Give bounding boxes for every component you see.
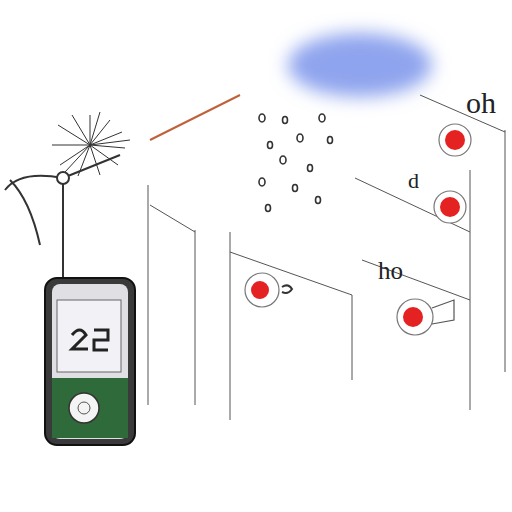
handwritten-label: d xyxy=(408,170,419,192)
handheld-device xyxy=(45,278,135,445)
cloud xyxy=(288,33,432,97)
handwritten-label: oh xyxy=(466,88,496,118)
red-sensors xyxy=(245,124,471,335)
wall-lines xyxy=(148,95,505,420)
droplets xyxy=(259,114,333,212)
antenna xyxy=(5,112,130,280)
handwritten-label: ho xyxy=(378,258,403,283)
